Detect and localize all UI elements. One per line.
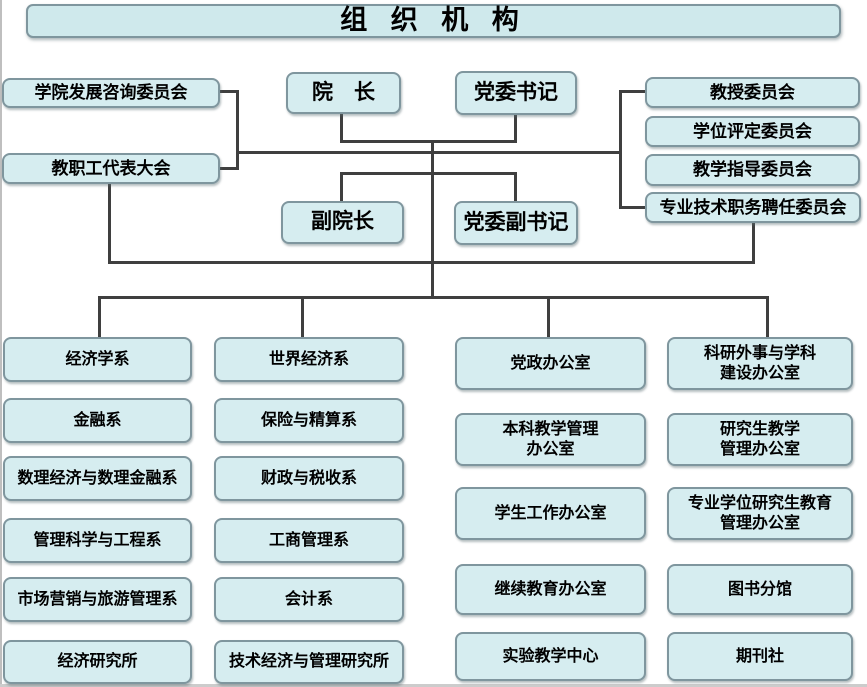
connector-col3-drop xyxy=(547,296,550,338)
org-chart-title: 组 织 机 构 xyxy=(26,4,841,38)
org-unit-box: 金融系 xyxy=(3,398,192,443)
connector-vice-dean-drop xyxy=(340,172,343,203)
connector-left-bracket xyxy=(236,90,239,170)
box-development-advisory-committee: 学院发展咨询委员会 xyxy=(2,78,220,108)
org-unit-box: 保险与精算系 xyxy=(214,398,404,443)
connector-staff-congress-drop xyxy=(108,183,111,264)
org-unit-box: 科研外事与学科 建设办公室 xyxy=(667,337,853,390)
org-unit-box: 期刊社 xyxy=(667,632,853,681)
org-unit-box: 经济学系 xyxy=(3,337,192,382)
org-unit-box: 财政与税收系 xyxy=(214,456,404,501)
connector-appointment-drop xyxy=(752,222,755,264)
connector-stub-professor xyxy=(619,90,645,93)
org-unit-box: 党政办公室 xyxy=(455,337,646,390)
box-dean: 院 长 xyxy=(286,72,401,114)
org-unit-box: 学生工作办公室 xyxy=(455,487,646,540)
box-appointment-committee: 专业技术职务聘任委员会 xyxy=(645,192,861,223)
connector-stub-appointment xyxy=(619,206,645,209)
org-unit-box: 会计系 xyxy=(214,577,404,622)
connector-deputy-secretary-drop xyxy=(514,172,517,203)
connector-dean-secretary-join xyxy=(340,140,517,143)
box-teaching-guidance-committee: 教学指导委员会 xyxy=(645,154,860,186)
connector-stub-staff-congress xyxy=(220,167,239,170)
org-unit-box: 管理科学与工程系 xyxy=(3,518,192,563)
org-unit-box: 数理经济与数理金融系 xyxy=(3,456,192,501)
connector-party-secretary-drop xyxy=(514,113,517,143)
org-unit-box: 经济研究所 xyxy=(3,640,192,684)
connector-col2-drop xyxy=(301,296,304,338)
org-unit-box: 继续教育办公室 xyxy=(455,564,646,615)
org-unit-box: 图书分馆 xyxy=(667,564,853,615)
box-degree-evaluation-committee: 学位评定委员会 xyxy=(645,116,860,147)
connector-right-bracket xyxy=(619,90,622,209)
box-party-secretary: 党委书记 xyxy=(455,71,577,115)
connector-stub-development xyxy=(220,90,239,93)
org-unit-box: 工商管理系 xyxy=(214,518,404,563)
box-professor-committee: 教授委员会 xyxy=(645,77,860,108)
box-staff-congress: 教职工代表大会 xyxy=(2,153,220,184)
org-unit-box: 市场营销与旅游管理系 xyxy=(3,577,192,622)
org-unit-box: 本科教学管理 办公室 xyxy=(455,413,646,466)
connector-dean-drop xyxy=(340,113,343,143)
org-unit-box: 实验教学中心 xyxy=(455,632,646,681)
org-unit-box: 技术经济与管理研究所 xyxy=(214,640,404,684)
connector-center-vertical xyxy=(431,140,434,299)
connector-vice-level-join xyxy=(340,172,517,175)
connector-col1-drop xyxy=(98,296,101,338)
org-unit-box: 世界经济系 xyxy=(214,337,404,382)
box-deputy-party-secretary: 党委副书记 xyxy=(454,201,578,245)
org-unit-box: 研究生教学 管理办公室 xyxy=(667,413,853,466)
connector-main-horizontal xyxy=(236,151,622,154)
org-unit-box: 专业学位研究生教育 管理办公室 xyxy=(667,487,853,540)
left-edge-strip xyxy=(0,0,2,687)
box-vice-dean: 副院长 xyxy=(281,201,404,244)
bottom-edge-strip xyxy=(0,684,867,687)
connector-col4-drop xyxy=(766,296,769,338)
